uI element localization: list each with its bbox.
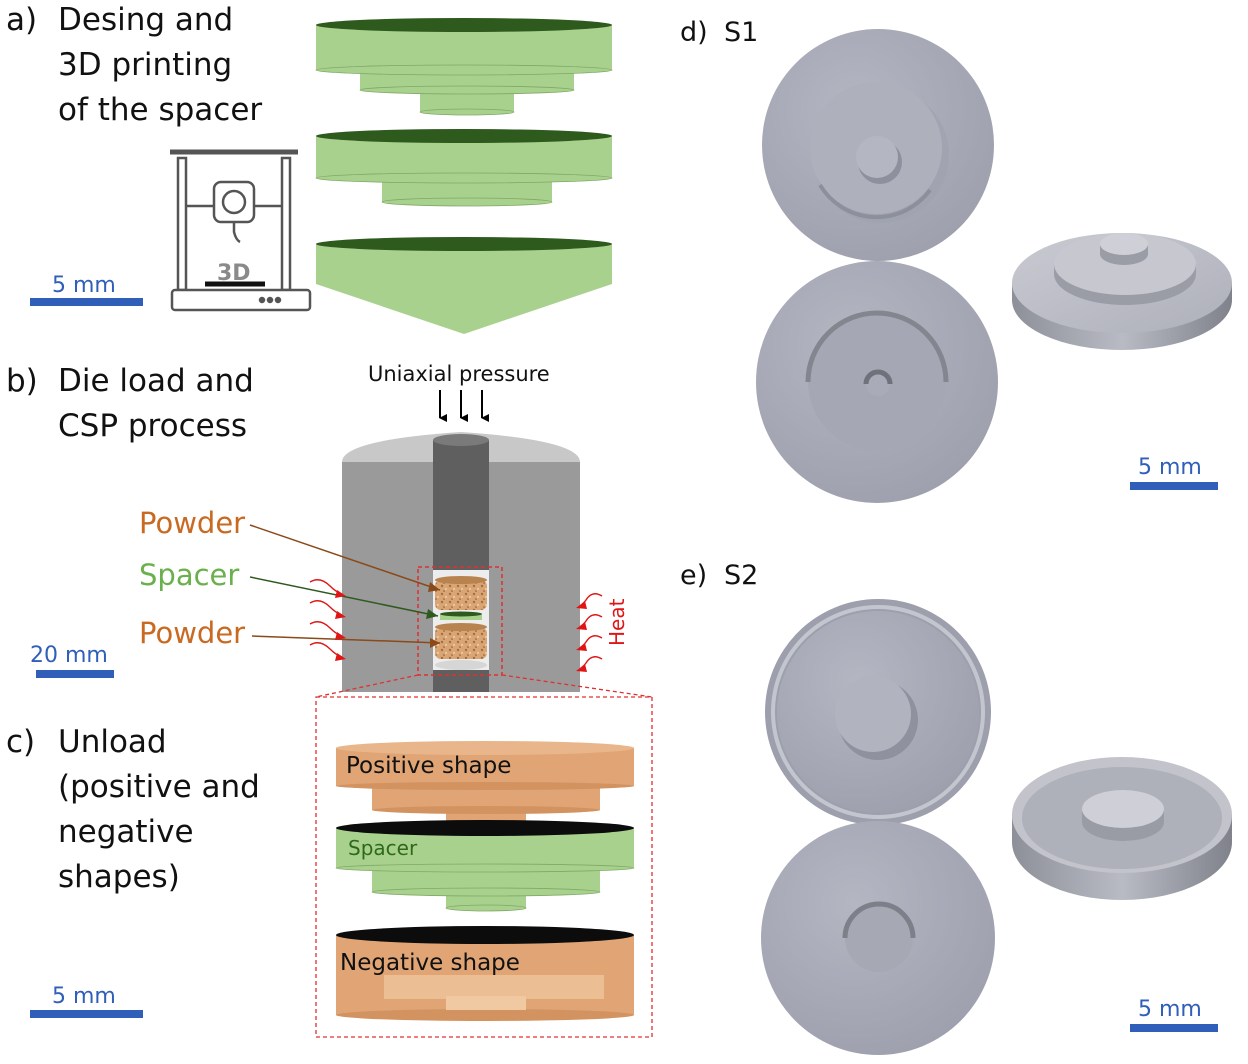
positive-shape-label: Positive shape: [346, 753, 511, 779]
spacer-piece-label: Spacer: [348, 836, 418, 860]
panel-c-line-3: negative: [58, 814, 194, 850]
panel-c-scale-label: 5 mm: [52, 984, 116, 1009]
panel-b-line-1: Die load and: [58, 363, 254, 399]
zoom-box: [417, 566, 503, 676]
panel-d-letter: d): [680, 17, 708, 48]
panel-a-line-2: 3D printing: [58, 47, 232, 83]
panel-a-line-3: of the spacer: [58, 92, 262, 128]
zoom-connectors: [315, 674, 653, 698]
panel-c-line-1: Unload: [58, 724, 167, 760]
panel-b-line-2: CSP process: [58, 408, 247, 444]
panel-c-scale-bar: [30, 1010, 143, 1018]
panel-c-letter: c): [6, 724, 35, 760]
panel-e-scale-bar: [1130, 1024, 1218, 1032]
spacer-design-2: [315, 129, 613, 207]
s2-perspective-view: [1012, 757, 1232, 900]
positive-shape: [336, 741, 634, 827]
negative-shape: [336, 926, 634, 1021]
panel-a-scale-label: 5 mm: [52, 273, 116, 298]
printer-label: 3D: [217, 261, 251, 286]
panel-b: b) Die load and CSP process Uniaxial pre…: [6, 362, 653, 698]
label-arrows: [249, 524, 441, 648]
panel-e-scale-label: 5 mm: [1138, 997, 1202, 1022]
powder-top-label: Powder: [139, 506, 245, 540]
panel-b-scale-bar: [36, 670, 114, 678]
spacer-design-1: [315, 18, 613, 116]
pressure-arrows: [439, 390, 489, 422]
panel-d: d) S1 5 mm: [680, 17, 1232, 503]
panel-a: a) Desing and 3D printing of the spacer …: [6, 2, 613, 334]
s2-top-view: [765, 599, 991, 825]
heat-arrows-right: [576, 593, 603, 672]
panel-c-line-4: shapes): [58, 859, 180, 895]
spacer-piece: [335, 820, 635, 912]
panel-e-letter: e): [680, 560, 707, 591]
panel-e-name: S2: [724, 560, 758, 591]
die-body: [342, 432, 580, 692]
panel-b-letter: b): [6, 363, 38, 399]
heat-label: Heat: [605, 598, 629, 646]
panel-a-scale-bar: [30, 298, 143, 306]
s1-top-view: [762, 29, 994, 261]
powder-bottom-label: Powder: [139, 616, 245, 650]
panel-a-line-1: Desing and: [58, 2, 233, 38]
s1-perspective-view: [1012, 233, 1232, 350]
panel-c-line-2: (positive and: [58, 769, 260, 805]
panel-d-name: S1: [724, 17, 758, 48]
3d-printer-icon: [170, 149, 312, 312]
panel-d-scale-label: 5 mm: [1138, 455, 1202, 480]
panel-b-scale-label: 20 mm: [30, 643, 108, 668]
zoom-detail-frame: [315, 696, 653, 1038]
s1-bottom-view: [756, 261, 998, 503]
spacer-label: Spacer: [139, 558, 239, 592]
negative-shape-label: Negative shape: [340, 950, 520, 976]
s2-bottom-view: [761, 821, 995, 1055]
pressure-label: Uniaxial pressure: [368, 362, 550, 386]
panel-d-scale-bar: [1130, 482, 1218, 490]
heat-arrows-left: [309, 579, 346, 661]
panel-c: c) Unload (positive and negative shapes)…: [6, 696, 653, 1038]
panel-e: e) S2 5 mm: [680, 560, 1232, 1055]
spacer-design-3: [316, 237, 612, 334]
panel-a-letter: a): [6, 2, 37, 38]
